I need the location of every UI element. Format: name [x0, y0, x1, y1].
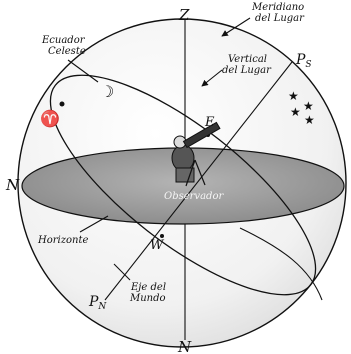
meridian-label: Meridiano del Lugar — [251, 2, 307, 24]
west-label: W — [150, 238, 165, 253]
nadir-label: N — [177, 338, 192, 354]
observer-label: Observador — [164, 191, 224, 202]
horizon-label: Horizonte — [37, 235, 88, 246]
zenith-label: Z — [178, 6, 190, 24]
axis-label: Eje del Mundo — [129, 282, 169, 304]
star-icon: ★ — [304, 113, 315, 127]
star-icon: ★ — [303, 99, 314, 113]
star-icon: ★ — [288, 89, 299, 103]
north-label: N — [5, 176, 20, 194]
star-icon: ★ — [290, 105, 301, 119]
east-label: E — [204, 115, 215, 130]
south-pole-label: PS — [295, 52, 312, 70]
equator-point-aries — [60, 102, 65, 107]
equator-label: Ecuador Celeste — [41, 35, 88, 57]
aries-icon: ♈ — [40, 109, 60, 128]
moon-icon: ☽ — [100, 82, 114, 101]
vertical-label: Vertical del Lugar — [222, 54, 272, 76]
